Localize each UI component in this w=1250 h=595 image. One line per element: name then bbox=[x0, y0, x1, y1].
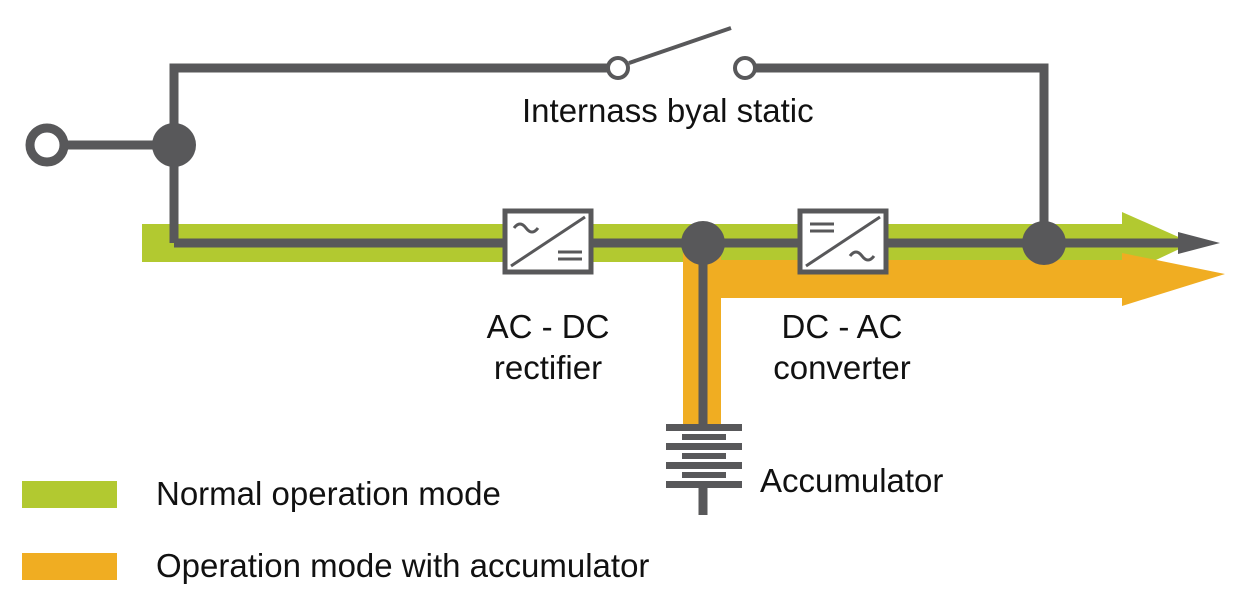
legend-swatch-accumulator bbox=[22, 553, 117, 580]
legend-swatch-normal bbox=[22, 481, 117, 508]
wires bbox=[62, 63, 1182, 515]
legend-label-normal: Normal operation mode bbox=[156, 475, 501, 512]
output-arrowhead bbox=[1178, 232, 1220, 254]
converter-label-line2: converter bbox=[773, 349, 911, 386]
ac-dc-rectifier-icon bbox=[502, 208, 594, 275]
legend-label-accumulator: Operation mode with accumulator bbox=[156, 547, 650, 584]
output-junction-node bbox=[1022, 221, 1066, 265]
input-junction-node bbox=[152, 123, 196, 167]
dc-ac-converter-icon bbox=[797, 208, 889, 275]
dc-junction-node bbox=[681, 221, 725, 265]
rectifier-label-line1: AC - DC bbox=[486, 308, 610, 345]
bypass-label: Internass byal static bbox=[522, 92, 814, 129]
accumulator-label: Accumulator bbox=[760, 462, 944, 499]
input-terminal bbox=[25, 123, 69, 167]
rectifier-label-line2: rectifier bbox=[493, 349, 603, 386]
converter-label-line1: DC - AC bbox=[781, 308, 903, 345]
open-switch-icon bbox=[606, 26, 757, 80]
battery-stack-icon bbox=[666, 424, 742, 488]
